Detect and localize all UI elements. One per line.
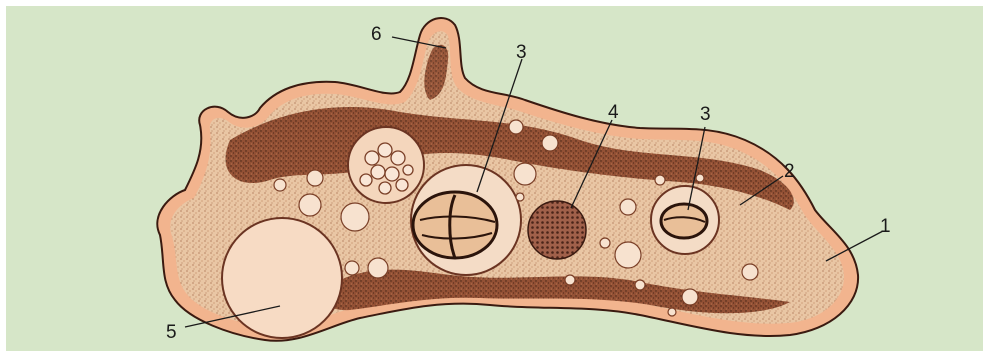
label-1: 1 xyxy=(880,216,891,237)
digestive-vacuole-large xyxy=(411,165,521,275)
label-2: 2 xyxy=(784,161,795,182)
label-4: 4 xyxy=(608,102,619,123)
digestive-vacuole-small xyxy=(651,186,719,254)
label-6: 6 xyxy=(371,24,382,45)
food-vacuole-granular xyxy=(348,127,424,203)
label-3a: 3 xyxy=(516,42,527,63)
label-3b: 3 xyxy=(700,104,711,125)
contractile-vacuole xyxy=(222,218,342,338)
label-5: 5 xyxy=(166,322,177,343)
nucleus xyxy=(528,201,586,259)
